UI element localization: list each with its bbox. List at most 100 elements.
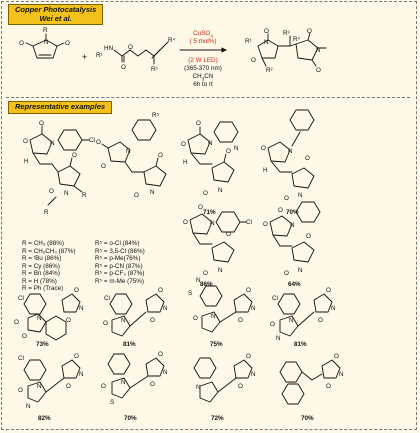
atom-label: N [79, 371, 84, 378]
yield-label: 75% [210, 341, 223, 348]
atom-label: R⁵ [152, 112, 160, 119]
atom-label: N [218, 187, 223, 194]
atom-label: N [210, 220, 215, 227]
solvent: CH3CN [178, 73, 228, 82]
yield-label: 70% [124, 415, 137, 422]
atom-label: N [289, 317, 294, 324]
atom-label: O [307, 28, 312, 35]
atom-label: N [163, 369, 168, 376]
atom-label: O [326, 383, 331, 390]
atom-label: N [79, 305, 84, 312]
atom-label: N [196, 384, 201, 391]
atom-label: O [72, 152, 77, 159]
atom-label: O [134, 192, 139, 199]
r5-item: R⁵ = p-CF₃ (87%) [95, 270, 145, 278]
atom-label: O [318, 317, 323, 324]
example-pyrrolidine-a: Cl N O O N O [103, 287, 168, 337]
atom-label: O [103, 320, 108, 327]
atom-label: S [110, 399, 114, 406]
atom-label: O [334, 353, 339, 360]
example-thiazolidinone: N O S O N O [101, 351, 168, 406]
atom-label: O [326, 287, 331, 294]
atom-label: O [263, 221, 268, 228]
atom-label: N [26, 403, 31, 410]
atom-label: N [37, 315, 42, 322]
atom-label: R [43, 27, 48, 34]
yield-label: 81% [123, 341, 136, 348]
atom-label: N [251, 305, 256, 312]
yield-label: 81% [294, 341, 307, 348]
atom-label: R⁴ [168, 37, 176, 44]
examples-title: Representative examples [15, 102, 106, 111]
r-item: R = CH₃ (88%) [22, 240, 64, 247]
atom-label: O [150, 381, 155, 388]
title-line-2: Wei et al. [39, 13, 72, 23]
atom-label: O [39, 120, 44, 127]
example-imidazolidinone-a: Cl N O N O N O [270, 287, 336, 342]
plus-sign: + [82, 52, 88, 62]
r5-item: R⁵ = o-Cl (84%) [95, 240, 140, 247]
solvent-subscript: 3 [201, 76, 205, 82]
atom-label: O [150, 317, 155, 324]
title-line-1: Copper Photocatalysis [15, 5, 97, 14]
atom-label: O [101, 383, 106, 390]
atom-label: Cl [272, 295, 278, 302]
atom-label: Cl [89, 137, 95, 144]
atom-label: O [203, 270, 208, 277]
atom-label: O [96, 139, 101, 146]
example-pyridyl: O O N N H O N O [181, 120, 239, 197]
atom-label: N [208, 140, 213, 147]
atom-label: S [188, 290, 192, 297]
atom-label: H [24, 158, 29, 165]
atom-label: O [246, 353, 251, 360]
atom-label: HN [104, 45, 114, 52]
atom-label: R⁴ [293, 36, 301, 43]
atom-label: O [19, 40, 24, 47]
example-r-series: O O N Cl H O O N R R [23, 120, 95, 216]
r5-item: R⁵ = p-CN (87%) [95, 262, 143, 270]
atom-label: O [305, 155, 310, 162]
atom-label: N [288, 148, 293, 155]
atom-label: N [339, 371, 344, 378]
atom-label: R¹ [245, 38, 252, 45]
example-benzothiazole: S N O N O N O [188, 277, 256, 333]
yield-label: 86% [200, 281, 213, 288]
r-item: R = Cy (86%) [22, 262, 60, 270]
atom-label: N [126, 148, 131, 155]
atom-label: O [101, 163, 106, 170]
atom-label: O [121, 64, 126, 71]
atom-label: O [226, 148, 231, 155]
atom-label: N [251, 371, 256, 378]
atom-label: H [183, 159, 188, 166]
r-item: R = ᵗBu (86%) [22, 255, 62, 263]
example-benzyl: O N H O N O [261, 109, 315, 202]
r5-item: R⁵ = p-Me(76%) [95, 255, 141, 263]
wavelength: (365-370 nm) [184, 65, 222, 72]
yield-label: 64% [288, 281, 301, 288]
atom-label: O [251, 57, 256, 64]
atom-label: O [158, 287, 163, 294]
atom-label: O [49, 188, 54, 195]
atom-label: O [238, 317, 243, 324]
atom-label: N [276, 335, 281, 342]
atom-label: O [196, 120, 201, 127]
r-substituent-list: R = CH₃ (88%) R = CH₂CH₃ (87%) R = ᵗBu (… [22, 240, 75, 293]
atom-label: O [66, 383, 71, 390]
r-item: R = Bn (84%) [22, 270, 60, 278]
atom-label: O [65, 40, 70, 47]
atom-label: R [82, 192, 87, 199]
catalyst-formula: CuSO [193, 30, 211, 37]
atom-label: O [128, 44, 133, 51]
maleimide-structure: R N O O [19, 27, 70, 59]
atom-label: N [196, 277, 201, 284]
atom-label: O [66, 317, 71, 324]
atom-label: H [263, 167, 268, 174]
atom-label: R² [266, 67, 273, 74]
atom-label: N [316, 47, 321, 54]
example-phenylpyrrolidine: N O N O [193, 353, 256, 403]
example-fused-oxazolidinone: Cl O O N O N O [14, 287, 84, 341]
atom-label: O [278, 207, 283, 214]
atom-label: O [238, 383, 243, 390]
